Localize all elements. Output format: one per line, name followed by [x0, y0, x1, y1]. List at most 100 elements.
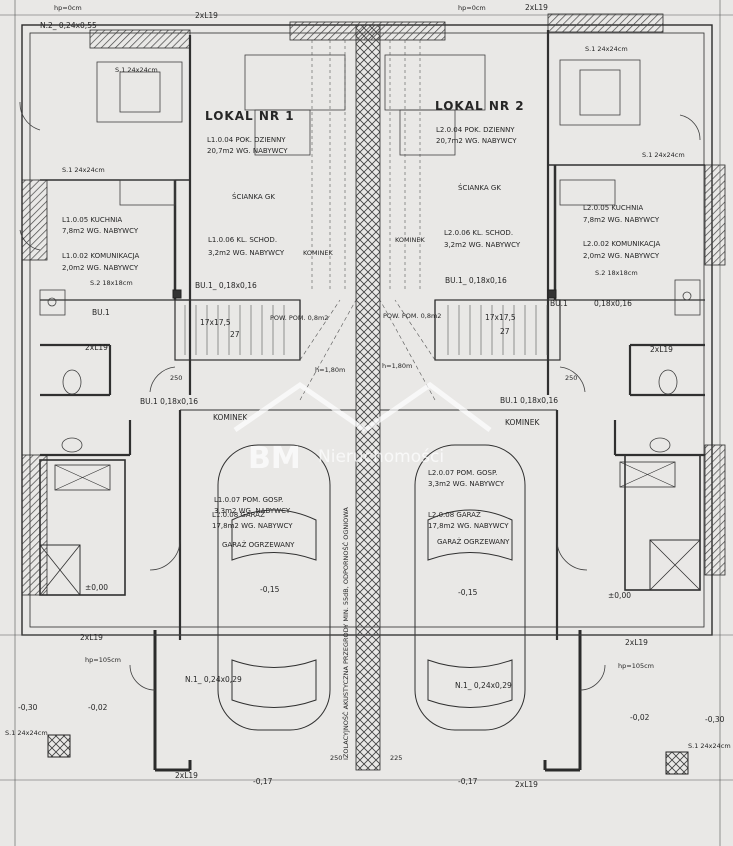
- label-n1: N.1_ 0,24x0,29: [455, 681, 512, 690]
- label-h: h=1,80m: [382, 362, 412, 370]
- door-size: 250: [565, 374, 577, 382]
- door-size: 225: [390, 754, 402, 762]
- label-bu1b: BU.1 0,18x0,16: [500, 396, 558, 405]
- room-pok: L2.0.04 POK. DZIENNY 20,7m2 WG. NABYWCY: [436, 126, 517, 145]
- label-lintel: 2xL19: [650, 345, 673, 354]
- label-hp105: hp=105cm: [618, 662, 654, 670]
- label-lintel: 2xL19: [515, 780, 538, 789]
- stair-treads: [184, 40, 548, 401]
- room-gar: L1.0.08 GARAŻ 17,8m2 WG. NABYWCY: [212, 510, 293, 530]
- room-gar: L2.0.08 GARAŻ 17,8m2 WG. NABYWCY: [428, 510, 509, 530]
- unit-1-labels: LOKAL NR 1 L1.0.04 POK. DZIENNY 20,7m2 W…: [5, 4, 345, 786]
- label-n1: N.1_ 0,24x0,29: [185, 675, 242, 684]
- label-bu1: BU.1_ 0,18x0,16: [445, 276, 507, 285]
- level-030: -0,30: [18, 703, 38, 712]
- room-code: L1.0.08 GARAŻ: [212, 510, 265, 519]
- room-area: 3,3m2 WG. NABYWCY: [428, 480, 505, 488]
- room-gosp: L1.0.07 POM. GOSP. 3,3m2 WG. NABYWCY: [214, 496, 291, 515]
- level-017: -0,17: [253, 777, 273, 786]
- level-002: -0,02: [630, 713, 650, 722]
- unit-title: LOKAL NR 1: [205, 109, 295, 123]
- room-pok: L1.0.04 POK. DZIENNY 20,7m2 WG. NABYWCY: [207, 136, 288, 155]
- label-bu1: BU.1_ 0,18x0,16: [195, 281, 257, 290]
- columns: [47, 289, 689, 775]
- room-kuch: L2.0.05 KUCHNIA 7,8m2 WG. NABYWCY: [583, 204, 660, 224]
- label-hp0: hp=0cm: [54, 4, 82, 12]
- level-000: ±0,00: [85, 583, 108, 592]
- unit-2-labels: LOKAL NR 2 L2.0.04 POK. DZIENNY 20,7m2 W…: [382, 3, 731, 789]
- room-area: 3,3m2 WG. NABYWCY: [214, 507, 291, 515]
- room-code: L2.0.06 KL. SCHOD.: [444, 229, 513, 237]
- label-s1: S.1 24x24cm: [585, 45, 628, 53]
- room-kuch: L1.0.05 KUCHNIA 7,8m2 WG. NABYWCY: [62, 216, 139, 235]
- car-1: [217, 444, 331, 731]
- room-area: 20,7m2 WG. NABYWCY: [207, 147, 288, 155]
- room-area: 20,7m2 WG. NABYWCY: [436, 137, 517, 145]
- label-stair: 17x17,5: [200, 318, 231, 327]
- label-kominek: KOMINEK: [303, 249, 334, 257]
- label-scianka: ŚCIANKA GK: [232, 192, 275, 201]
- label-hp0: hp=0cm: [458, 4, 486, 12]
- room-code: L1.0.07 POM. GOSP.: [214, 496, 283, 504]
- room-code: L1.0.05 KUCHNIA: [62, 216, 122, 224]
- room-code: L2.0.02 KOMUNIKACJA: [583, 240, 661, 248]
- room-kom: L2.0.02 KOMUNIKACJA 2,0m2 WG. NABYWCY: [583, 240, 661, 260]
- level-015: -0,15: [260, 585, 280, 594]
- room-area: 7,8m2 WG. NABYWCY: [62, 227, 139, 235]
- label-n2: N.2_ 0,24x0,55: [40, 21, 97, 30]
- label-s2: S.2 18x18cm: [595, 269, 638, 277]
- label-s1b: S.1 24x24cm: [642, 151, 685, 159]
- label-s1-col: S.1 24x24cm: [688, 742, 731, 750]
- room-kom: L1.0.02 KOMUNIKACJA 2,0m2 WG. NABYWCY: [62, 252, 140, 272]
- room-area: 2,0m2 WG. NABYWCY: [62, 264, 139, 272]
- label-scianka: ŚCIANKA GK: [458, 183, 501, 192]
- room-code: L1.0.02 KOMUNIKACJA: [62, 252, 140, 260]
- label-lintel: 2xL19: [85, 343, 108, 352]
- label-s1: S.1 24x24cm: [115, 66, 158, 74]
- label-bu1-short: BU.1: [550, 299, 568, 308]
- level-017: -0,17: [458, 777, 478, 786]
- label-hp105: hp=105cm: [85, 656, 121, 664]
- label-lintel: 2xL19: [80, 633, 103, 642]
- room-code: L2.0.05 KUCHNIA: [583, 204, 643, 212]
- label-lintel: 2xL19: [175, 771, 198, 780]
- label-bu1c: 0,18x0,16: [594, 299, 632, 308]
- room-area: 2,0m2 WG. NABYWCY: [583, 252, 660, 260]
- room-code: L1.0.06 KL. SCHOD.: [208, 236, 277, 244]
- label-lintel: 2xL19: [195, 11, 218, 20]
- door-sizes: 250 250 250 225: [170, 374, 577, 762]
- room-klsch: L2.0.06 KL. SCHOD. 3,2m2 WG. NABYWCY: [444, 229, 521, 249]
- label-kominek: KOMINEK: [395, 236, 426, 244]
- furniture: [39, 54, 701, 453]
- label-s1b: S.1 24x24cm: [62, 166, 105, 174]
- room-code: L2.0.04 POK. DZIENNY: [436, 126, 515, 134]
- watermark: BM Nieruchomości: [233, 381, 492, 476]
- label-stair: 17x17,5: [485, 313, 516, 322]
- label-kocioł: KOMINEK: [505, 418, 540, 427]
- watermark-logo: BM: [248, 441, 301, 476]
- room-area: 17,8m2 WG. NABYWCY: [212, 522, 293, 530]
- label-powpom: POW. POM. 0,8m2: [383, 312, 441, 320]
- label-lintel: 2xL19: [625, 638, 648, 647]
- room-area: 7,8m2 WG. NABYWCY: [583, 216, 660, 224]
- label-party-wall: IZOLACYJNOŚĆ AKUSTYCZNA PRZEGRODY MIN. 5…: [341, 507, 350, 760]
- label-garaz: GARAŻ OGRZEWANY: [437, 537, 510, 546]
- level-000: ±0,00: [608, 591, 631, 600]
- label-lintel: 2xL19: [525, 3, 548, 12]
- level-015: -0,15: [458, 588, 478, 597]
- label-stair-n: 27: [500, 327, 510, 336]
- label-garaz: GARAŻ OGRZEWANY: [222, 540, 295, 549]
- label-bu1-short: BU.1: [92, 308, 110, 317]
- label-powpom: POW. POM. 0,8m2: [270, 314, 328, 322]
- car-2: [414, 444, 526, 731]
- label-kocioł: KOMINEK: [213, 413, 248, 422]
- label-s1-col: S.1 24x24cm: [5, 729, 48, 737]
- unit-title: LOKAL NR 2: [435, 99, 525, 113]
- room-code: L1.0.04 POK. DZIENNY: [207, 136, 286, 144]
- room-klsch: L1.0.06 KL. SCHOD. 3,2m2 WG. NABYWCY: [208, 236, 285, 257]
- watermark-text: Nieruchomości: [318, 447, 444, 467]
- level-002: -0,02: [88, 703, 108, 712]
- hatched-walls: [21, 13, 726, 771]
